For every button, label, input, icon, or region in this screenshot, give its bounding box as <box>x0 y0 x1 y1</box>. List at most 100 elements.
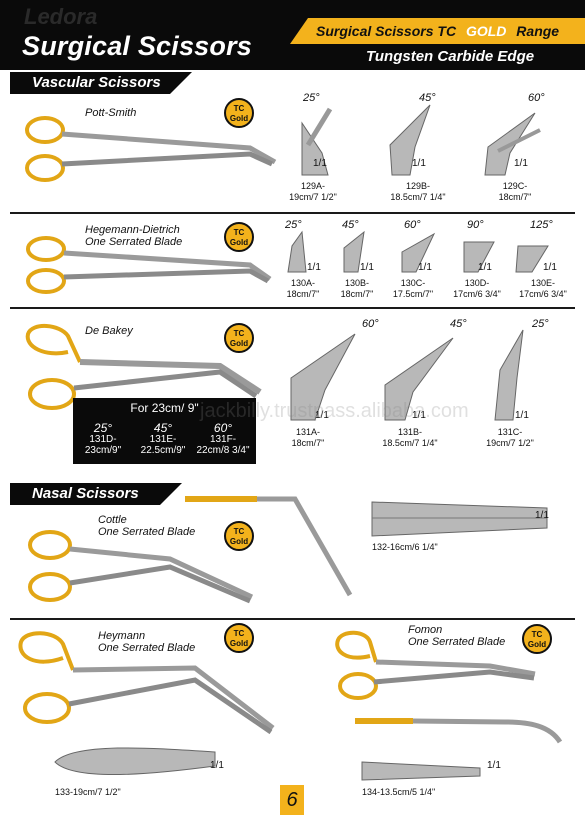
badge-line1: TC <box>531 630 543 639</box>
variant-code: 131E- <box>149 434 177 445</box>
code-size: 18.5cm/7 1/4" <box>382 438 438 448</box>
angle-label: 45° <box>342 219 359 231</box>
range-suffix: Range <box>516 23 560 39</box>
angle-label: 25° <box>285 219 302 231</box>
variant-size: 22cm/8 3/4" <box>196 445 250 456</box>
code-size: 18cm/7" <box>286 289 320 299</box>
name-line2: One Serrated Blade <box>85 236 183 248</box>
variant-table-col: 45°131E-22.5cm/9" <box>133 421 193 456</box>
code-size: 18cm/7" <box>340 289 374 299</box>
scissors-image-cottle <box>28 530 254 604</box>
product-code: 132-16cm/6 1/4" <box>372 542 438 552</box>
product-name-fomon: Fomon One Serrated Blade <box>408 624 505 648</box>
variant-code: 131F- <box>209 434 237 445</box>
name-line1: Heymann <box>98 630 146 642</box>
variant-angle: 25° <box>93 421 113 435</box>
name-line1: Hegemann-Dietrich <box>85 224 180 236</box>
badge-line1: TC <box>233 527 245 536</box>
badge-line2: Gold <box>229 339 249 348</box>
scissors-image-heymann <box>18 631 275 735</box>
code-size: 19cm/7 1/2" <box>486 438 534 448</box>
code-size: 19cm/7 1/2" <box>289 192 337 202</box>
section-vascular-scissors: Vascular Scissors <box>10 72 192 94</box>
scale-fraction: 1/1 <box>543 262 557 273</box>
scissors-side-image-fomon <box>355 718 563 744</box>
angle-label: 60° <box>528 92 545 104</box>
product-code: 129B-18.5cm/7 1/4" <box>378 181 458 203</box>
variant-angle: 60° <box>213 421 233 435</box>
code-size: 18cm/7" <box>291 438 325 448</box>
name-line2: One Serrated Blade <box>98 642 196 654</box>
name-line1: Cottle <box>98 514 127 526</box>
page-title: Surgical Scissors <box>22 31 253 61</box>
badge-line1: TC <box>233 104 245 113</box>
page-header: Ledora Surgical Scissors Surgical Scisso… <box>0 0 585 70</box>
page-subtitle: Tungsten Carbide Edge <box>366 48 535 65</box>
scissors-image-de-bakey <box>25 324 262 410</box>
variant-size: 22.5cm/9" <box>140 445 186 456</box>
scale-fraction: 1/1 <box>412 158 426 169</box>
name-line2: One Serrated Blade <box>408 636 506 648</box>
angle-label: 90° <box>467 219 484 231</box>
badge-line1: TC <box>233 228 245 237</box>
product-code: 130C-17.5cm/7" <box>383 278 443 300</box>
product-code: 130E-17cm/6 3/4" <box>510 278 576 300</box>
code-size: 18cm/7" <box>498 192 532 202</box>
badge-line1: TC <box>233 329 245 338</box>
angle-label: 45° <box>419 92 436 104</box>
code-number: 129B- <box>405 181 431 191</box>
code-size: 17cm/6 3/4" <box>519 289 567 299</box>
variant-angle: 45° <box>153 421 173 435</box>
product-code: 131C-19cm/7 1/2" <box>470 427 550 449</box>
code-number: 130B- <box>344 278 370 288</box>
scale-fraction: 1/1 <box>418 262 432 273</box>
product-code: 130B-18cm/7" <box>332 278 382 300</box>
product-code: 129A-19cm/7 1/2" <box>278 181 348 203</box>
name-line2: One Serrated Blade <box>98 526 196 538</box>
code-number: 130C- <box>400 278 426 288</box>
variant-table-heading: For 23cm/ 9" <box>130 401 199 415</box>
code-size: 17.5cm/7" <box>392 289 434 299</box>
code-number: 130D- <box>464 278 490 288</box>
tc-gold-badge: TC Gold <box>224 623 254 653</box>
code-size: 17cm/6 3/4" <box>453 289 501 299</box>
range-banner: Surgical Scissors TC GOLD Range <box>316 23 559 39</box>
product-code: 131B-18.5cm/7 1/4" <box>365 427 455 449</box>
section-divider <box>10 307 575 309</box>
scale-fraction: 1/1 <box>210 760 224 771</box>
variant-table-23cm: For 23cm/ 9" 25°131D-23cm/9" 45°131E-22.… <box>73 398 256 464</box>
tc-gold-badge: TC Gold <box>224 222 254 252</box>
variant-size: 23cm/9" <box>84 445 122 456</box>
badge-line2: Gold <box>229 114 249 123</box>
product-code: 133-19cm/7 1/2" <box>55 787 121 797</box>
scale-fraction: 1/1 <box>313 158 327 169</box>
code-number: 129C- <box>502 181 528 191</box>
brand-logo-fragment: Ledora <box>24 4 98 29</box>
code-size: 18.5cm/7 1/4" <box>390 192 446 202</box>
product-name-de-bakey: De Bakey <box>85 325 133 337</box>
badge-line2: Gold <box>229 537 249 546</box>
blade-tip-images-de-bakey <box>290 329 524 421</box>
tc-gold-badge: TC Gold <box>224 521 254 551</box>
scissors-image-fomon <box>335 630 536 700</box>
badge-line1: TC <box>233 629 245 638</box>
scale-fraction: 1/1 <box>514 158 528 169</box>
variant-table-col: 60°131F-22cm/8 3/4" <box>193 421 253 456</box>
scale-fraction: 1/1 <box>535 510 549 521</box>
code-number: 130E- <box>530 278 556 288</box>
watermark: jackbilly.trustpass.alibaba.com <box>200 400 469 422</box>
product-code: 130D-17cm/6 3/4" <box>444 278 510 300</box>
page-number: 6 <box>280 785 304 815</box>
product-name-cottle: Cottle One Serrated Blade <box>98 514 195 538</box>
tc-gold-badge: TC Gold <box>522 624 552 654</box>
badge-line2: Gold <box>229 639 249 648</box>
blade-closeup-heymann <box>54 747 216 775</box>
scale-fraction: 1/1 <box>515 410 529 421</box>
variant-code: 131D- <box>89 434 117 445</box>
code-number: 130A- <box>290 278 316 288</box>
scale-fraction: 1/1 <box>315 410 329 421</box>
scale-fraction: 1/1 <box>478 262 492 273</box>
scale-fraction: 1/1 <box>487 760 501 771</box>
scale-fraction: 1/1 <box>360 262 374 273</box>
name-line1: Fomon <box>408 624 443 636</box>
